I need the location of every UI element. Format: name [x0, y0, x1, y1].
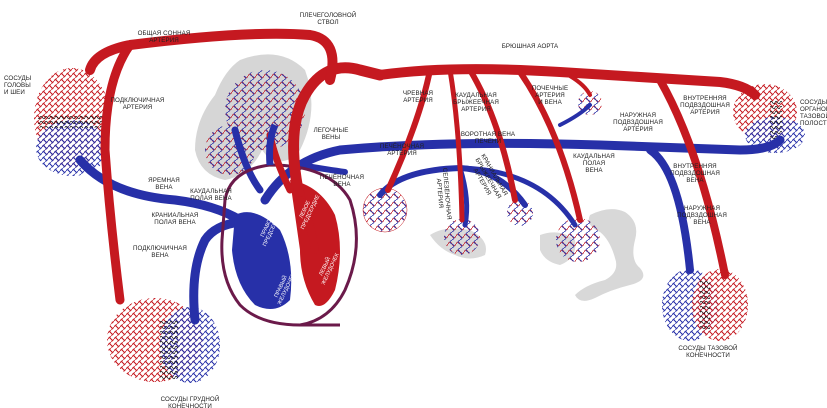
- label-pulmonary-veins: ЛЕГОЧНЫЕ ВЕНЫ: [308, 127, 354, 141]
- label-pelvic-limb-vessels: СОСУДЫ ТАЗОВОЙ КОНЕЧНОСТИ: [670, 345, 746, 359]
- pelvic-limb-capillaries: [662, 269, 748, 341]
- renal-artery: [570, 76, 590, 95]
- label-thoracic-limb-vessels: СОСУДЫ ГРУДНОЙ КОНЕЧНОСТИ: [150, 396, 230, 408]
- label-jugular-vein: ЯРЕМНАЯ ВЕНА: [142, 177, 186, 191]
- arteries: [90, 34, 755, 300]
- label-pelvic-organs-vessels: СОСУДЫ ОРГАНОВ ТАЗОВОЙ ПОЛОСТИ: [800, 99, 827, 127]
- subclavian-artery: [105, 45, 130, 300]
- label-internal-iliac-artery: ВНУТРЕННЯЯ ПОДВЗДОШНАЯ АРТЕРИЯ: [673, 95, 737, 116]
- thoracic-limb-capillaries: [107, 298, 220, 383]
- label-common-carotid: ОБЩАЯ СОННАЯ АРТЕРИЯ: [128, 30, 200, 44]
- label-head-neck-vessels: СОСУДЫ ГОЛОВЫ И ШЕИ: [4, 75, 44, 96]
- label-internal-iliac-vein: ВНУТРЕННЯЯ ПОДВЗДОШНАЯ ВЕНА: [663, 163, 727, 184]
- label-renal-artery-vein: ПОЧЕЧНЫЕ АРТЕРИЯ И ВЕНА: [528, 85, 572, 106]
- label-caudal-vena-cava-left: КАУДАЛЬНАЯ ПОЛАЯ ВЕНА: [182, 188, 240, 202]
- label-hepatic-vein: ПЕЧЁНОЧНАЯ ВЕНА: [316, 174, 368, 188]
- label-external-iliac-vein: НАРУЖНАЯ ПОДВЗДОШНАЯ ВЕНА: [672, 205, 732, 226]
- subclavian-vein: [194, 222, 240, 320]
- label-subclavian-vein: ПОДКЛЮЧИЧНАЯ ВЕНА: [130, 245, 190, 259]
- label-hepatic-artery: ПЕЧЁНОЧНАЯ АРТЕРИЯ: [376, 143, 428, 157]
- label-portal-vein: ВОРОТНАЯ ВЕНА ПЕЧЕНИ: [453, 131, 523, 145]
- label-cranial-vena-cava: КРАНИАЛЬНАЯ ПОЛАЯ ВЕНА: [140, 212, 210, 226]
- label-external-iliac-artery: НАРУЖНАЯ ПОДВЗДОШНАЯ АРТЕРИЯ: [608, 112, 668, 133]
- renal-vein: [560, 105, 590, 125]
- label-caudal-mesenteric-artery: КАУДАЛЬНАЯ БРЫЖЕЕЧНАЯ АРТЕРИЯ: [446, 92, 506, 113]
- label-celiac-artery: ЧРЕВНАЯ АРТЕРИЯ: [396, 90, 440, 104]
- label-subclavian-artery: ПОДКЛЮЧИЧНАЯ АРТЕРИЯ: [105, 97, 170, 111]
- label-abdominal-aorta: БРЮШНАЯ АОРТА: [498, 43, 562, 50]
- head-neck-capillaries: [34, 68, 110, 176]
- label-brachiocephalic-trunk: ПЛЕЧЕГОЛОВНОЙ СТВОЛ: [298, 12, 358, 26]
- label-caudal-vena-cava-right: КАУДАЛЬНАЯ ПОЛАЯ ВЕНА: [572, 153, 616, 174]
